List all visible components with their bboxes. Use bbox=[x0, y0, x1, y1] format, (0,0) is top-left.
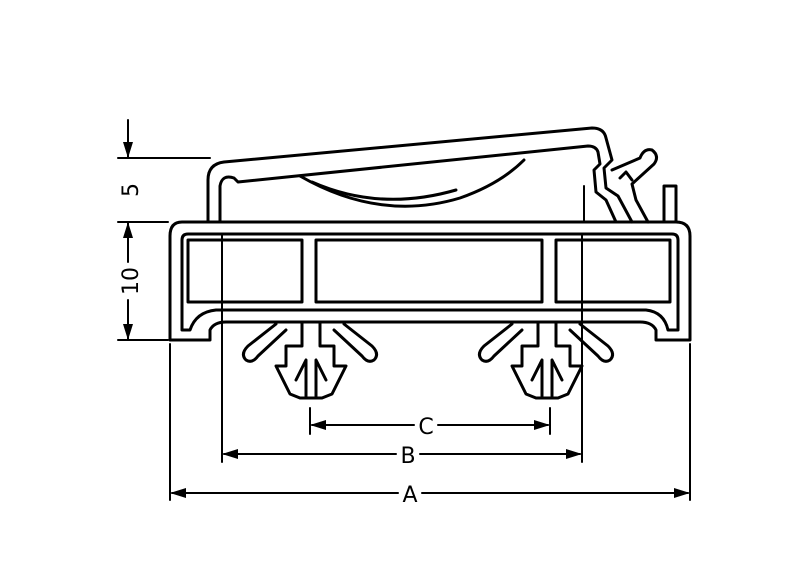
dimension-c: C bbox=[310, 415, 550, 440]
small-post bbox=[662, 184, 678, 224]
dimension-c-label: C bbox=[418, 415, 433, 440]
left-push-pin bbox=[241, 320, 379, 400]
curved-spring-inner bbox=[310, 180, 458, 201]
latch-tab bbox=[618, 170, 634, 182]
dimension-b-label: B bbox=[400, 444, 415, 469]
dimension-10: 10 bbox=[119, 239, 144, 341]
dimension-5: 5 bbox=[119, 119, 144, 257]
dimension-a: A bbox=[170, 483, 690, 508]
center-slot bbox=[314, 238, 544, 304]
clip-arm-outer bbox=[206, 126, 634, 224]
right-push-pin bbox=[477, 320, 615, 400]
dimension-5-label: 5 bbox=[119, 183, 144, 197]
dimension-b: B bbox=[222, 444, 582, 469]
base-inner-profile bbox=[180, 232, 680, 332]
dimension-10-label: 10 bbox=[119, 267, 144, 295]
left-slot bbox=[186, 238, 304, 304]
dimension-a-label: A bbox=[402, 483, 417, 508]
right-slot bbox=[554, 238, 672, 304]
clip-arm-inner bbox=[218, 144, 618, 224]
base-outer-profile bbox=[168, 220, 692, 342]
latch-hook bbox=[610, 148, 659, 224]
curved-spring bbox=[298, 158, 526, 208]
